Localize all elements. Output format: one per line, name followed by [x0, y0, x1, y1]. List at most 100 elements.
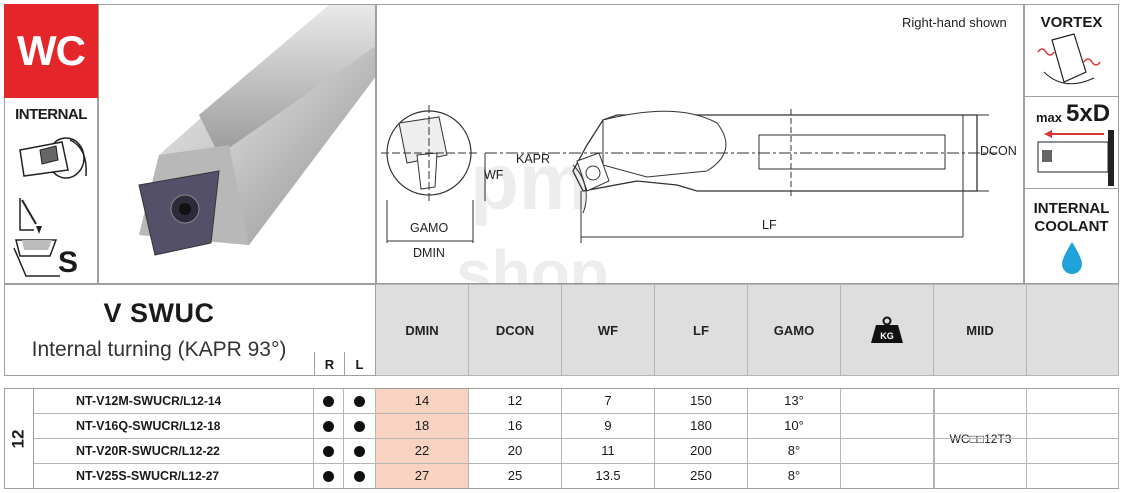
product-code-suffix: R/L12-14: [171, 394, 222, 408]
product-code-base: NT-V12M-SWUC: [76, 394, 172, 408]
group-label: 12: [8, 429, 28, 448]
feature-divider-1: [1024, 96, 1119, 97]
hand-l-availability: [344, 464, 376, 488]
hand-r-availability: [314, 439, 344, 463]
available-dot-icon: [354, 396, 365, 408]
blank-cell: [1027, 439, 1119, 463]
hand-l-availability: [344, 439, 376, 463]
wf-value: 7: [562, 389, 655, 413]
feature-column: [1024, 4, 1119, 284]
right-hand-note: Right-hand shown: [902, 15, 1007, 30]
vortex-label: VORTEX: [1040, 14, 1103, 31]
coolant-line-2: COOLANT: [1034, 218, 1109, 235]
available-dot-icon: [354, 421, 365, 433]
group-cell: 12: [4, 388, 34, 489]
depth-icon: [1037, 130, 1114, 186]
insert-shape-s-label: S: [58, 246, 79, 279]
hand-r-availability: [314, 464, 344, 488]
gamo-value: 10°: [748, 414, 841, 438]
product-code-suffix: R/L12-27: [169, 469, 220, 483]
gamo-dim-label: GAMO: [410, 221, 449, 235]
product-code: NT-V16Q-SWUCR/L12-18: [34, 414, 314, 438]
wc-badge: WC: [4, 4, 98, 98]
weight-kg-icon: KG: [871, 316, 903, 343]
lf-dim-label: LF: [762, 218, 777, 232]
kg-cell: [841, 464, 934, 488]
col-blank: [1027, 284, 1119, 376]
dcon-dim-label: DCON: [980, 144, 1017, 158]
left-icon-column: [4, 98, 98, 284]
col-dmin: DMIN: [376, 284, 469, 376]
product-code: NT-V20R-SWUCR/L12-22: [34, 439, 314, 463]
gamo-value: 8°: [748, 464, 841, 488]
coolant-label: INTERNAL COOLANT: [1024, 200, 1119, 236]
dcon-value: 25: [469, 464, 562, 488]
lf-value: 180: [655, 414, 748, 438]
hand-l-availability: [344, 414, 376, 438]
max-depth-value: 5xD: [1066, 100, 1111, 127]
gamo-value: 8°: [748, 439, 841, 463]
available-dot-icon: [354, 471, 365, 483]
dcon-value: 12: [469, 389, 562, 413]
coolant-line-1: INTERNAL: [1033, 200, 1110, 217]
col-miid: MIID: [934, 284, 1027, 376]
kg-cell: [841, 439, 934, 463]
blank-cell: [1027, 414, 1119, 438]
dcon-value: 16: [469, 414, 562, 438]
available-dot-icon: [354, 446, 365, 458]
col-wf: WF: [562, 284, 655, 376]
product-code-suffix: R/L12-22: [169, 444, 220, 458]
dmin-dim-label: DMIN: [413, 246, 445, 260]
insert-shape-s-icon: [13, 198, 60, 277]
product-code: NT-V12M-SWUCR/L12-14: [34, 389, 314, 413]
gamo-value: 13°: [748, 389, 841, 413]
wf-value: 13.5: [562, 464, 655, 488]
wf-dim-label: WF: [484, 168, 504, 182]
col-dcon: DCON: [469, 284, 562, 376]
available-dot-icon: [323, 446, 334, 458]
available-dot-icon: [323, 396, 334, 408]
internal-label: INTERNAL: [15, 106, 87, 123]
lf-value: 150: [655, 389, 748, 413]
product-name: V SWUC: [103, 298, 215, 328]
hand-l-header: L: [344, 352, 374, 376]
vortex-icon: [1037, 33, 1101, 85]
tool-photo: [98, 4, 376, 284]
kg-cell: [841, 414, 934, 438]
hand-r-availability: [314, 414, 344, 438]
watermark-pm: pm: [470, 137, 590, 226]
product-code-base: NT-V20R-SWUC: [76, 444, 170, 458]
kg-cell: [841, 389, 934, 413]
dmin-value: 14: [376, 389, 469, 413]
product-subtitle: Internal turning (KAPR 93°): [31, 338, 287, 361]
kapr-dim-label: KAPR: [516, 152, 551, 166]
col-lf: LF: [655, 284, 748, 376]
hand-r-header: R: [314, 352, 344, 376]
dcon-value: 20: [469, 439, 562, 463]
feature-divider-2: [1024, 188, 1119, 189]
wf-value: 9: [562, 414, 655, 438]
product-code-base: NT-V16Q-SWUC: [76, 419, 171, 433]
dmin-value: 27: [376, 464, 469, 488]
technical-drawing: [376, 4, 1024, 284]
product-code-base: NT-V25S-SWUC: [76, 469, 170, 483]
blank-cell: [1027, 464, 1119, 488]
lf-value: 200: [655, 439, 748, 463]
product-code-suffix: R/L12-18: [170, 419, 221, 433]
dmin-value: 22: [376, 439, 469, 463]
col-gamo: GAMO: [748, 284, 841, 376]
dmin-value: 18: [376, 414, 469, 438]
wf-value: 11: [562, 439, 655, 463]
hand-l-availability: [344, 389, 376, 413]
coolant-drop-icon: [1062, 242, 1082, 274]
lf-value: 250: [655, 464, 748, 488]
hand-r-availability: [314, 389, 344, 413]
available-dot-icon: [323, 421, 334, 433]
product-code: NT-V25S-SWUCR/L12-27: [34, 464, 314, 488]
available-dot-icon: [323, 471, 334, 483]
blank-cell: [1027, 389, 1119, 413]
